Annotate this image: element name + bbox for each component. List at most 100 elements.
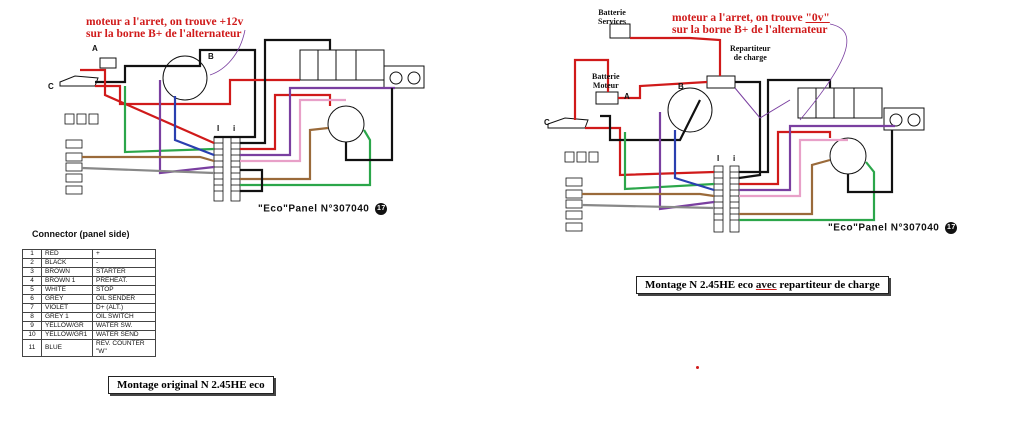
right-caption-prefix: Montage N 2.45HE eco: [645, 279, 756, 291]
right-label-b: B: [678, 82, 684, 91]
right-key-switch: [829, 137, 867, 175]
right-sensor-boxes: [564, 151, 599, 232]
connector-pin-number: 2: [22, 258, 42, 268]
left-diagram: [59, 38, 425, 202]
left-wires: [80, 38, 395, 193]
right-label-c: C: [544, 118, 550, 127]
right-panel-badge: 17: [945, 222, 958, 234]
left-gauge-e2: [407, 71, 421, 85]
connector-pin-number: 9: [22, 321, 42, 331]
connector-wire-color: RED: [41, 249, 93, 259]
right-battery-engine-line-2: Moteur: [592, 81, 619, 90]
right-caption-emph: avec: [755, 279, 777, 291]
left-label-i1: I: [217, 124, 220, 133]
right-alternator: [667, 87, 713, 133]
connector-wire-color: BLUE: [41, 339, 93, 357]
left-connector-strip: [213, 136, 241, 202]
left-battery: [99, 57, 117, 69]
right-connector-strip: [713, 165, 740, 233]
right-label-i2: i: [733, 154, 736, 163]
connector-function: WATER SW.: [92, 321, 156, 331]
left-gauge-e1: [389, 71, 403, 85]
right-splitter-label: Repartiteur de charge: [730, 44, 770, 62]
right-gauge-e2: [907, 113, 921, 127]
connector-wire-color: BROWN: [41, 267, 93, 277]
right-diagram: [209, 23, 925, 233]
left-label-c: C: [48, 82, 54, 91]
left-note-line-1: moteur a l'arret, on trouve +12v: [86, 16, 244, 28]
right-panel-label: "Eco"Panel N°307040 17: [828, 222, 958, 234]
connector-pin-number: 1: [22, 249, 42, 259]
connector-function: PREHEAT.: [92, 276, 156, 286]
right-battery-services-line-1: Batterie: [598, 8, 626, 17]
left-label-a: A: [92, 44, 98, 53]
left-note-line-2: sur la borne B+ de l'alternateur: [86, 28, 242, 40]
right-wires: [573, 36, 895, 222]
right-battery-services-line-2: Services: [598, 17, 626, 26]
right-relay-box: [797, 87, 883, 119]
connector-wire-color: YELLOW/GR: [41, 321, 93, 331]
connector-wire-color: BROWN 1: [41, 276, 93, 286]
connector-wire-color: BLACK: [41, 258, 93, 268]
connector-pin-number: 11: [22, 339, 42, 357]
connector-function: OIL SENDER: [92, 294, 156, 304]
connector-pin-number: 7: [22, 303, 42, 313]
connector-wire-color: GREY: [41, 294, 93, 304]
left-starter: [59, 75, 99, 87]
right-note-line-2: sur la borne B+ de l'alternateur: [672, 24, 828, 36]
connector-pin-number: 3: [22, 267, 42, 277]
connector-function: WATER SEND: [92, 330, 156, 340]
left-label-i2: i: [233, 124, 236, 133]
right-note-value: "0v": [805, 12, 830, 24]
right-splitter-line-2: de charge: [733, 53, 767, 62]
right-battery-engine-label: Batterie Moteur: [592, 72, 620, 90]
left-note: moteur a l'arret, on trouve +12v sur la …: [86, 16, 243, 40]
connector-title: Connector (panel side): [32, 229, 130, 239]
right-note: moteur a l'arret, on trouve "0v" sur la …: [672, 12, 830, 36]
connector-wire-color: WHITE: [41, 285, 93, 295]
right-note-pointer: [799, 23, 848, 121]
connector-pin-number: 8: [22, 312, 42, 322]
left-note-pointer: [209, 29, 246, 76]
right-battery-services: [609, 23, 631, 39]
connector-pin-number: 4: [22, 276, 42, 286]
connector-function: STARTER: [92, 267, 156, 277]
left-caption: Montage original N 2.45HE eco: [108, 376, 274, 394]
right-battery-services-label: Batterie Services: [598, 8, 626, 26]
connector-wire-color: GREY 1: [41, 312, 93, 322]
right-splitter-line-1: Repartiteur: [730, 44, 771, 53]
connector-wire-color: YELLOW/GR1: [41, 330, 93, 340]
right-battery-engine: [595, 91, 619, 105]
connector-pin-number: 6: [22, 294, 42, 304]
connector-pin-number: 10: [22, 330, 42, 340]
connector-function: D+ (ALT.): [92, 303, 156, 313]
connector-function: -: [92, 258, 156, 268]
connector-wire-color: VIOLET: [41, 303, 93, 313]
left-panel-text: "Eco"Panel N°307040: [258, 203, 370, 215]
right-caption-suffix: repartiteur de charge: [776, 279, 880, 291]
red-dot: [696, 366, 699, 369]
right-label-i1: I: [717, 154, 720, 163]
right-panel-text: "Eco"Panel N°307040: [828, 222, 940, 234]
right-caption: Montage N 2.45HE eco avec repartiteur de…: [636, 276, 889, 294]
left-sensor-boxes: [64, 113, 99, 195]
right-note-prefix: moteur a l'arret, on trouve: [672, 12, 806, 24]
connector-function: REV. COUNTER "W": [92, 339, 156, 357]
connector-function: +: [92, 249, 156, 259]
connector-function: OIL SWITCH: [92, 312, 156, 322]
left-label-b: B: [208, 52, 214, 61]
